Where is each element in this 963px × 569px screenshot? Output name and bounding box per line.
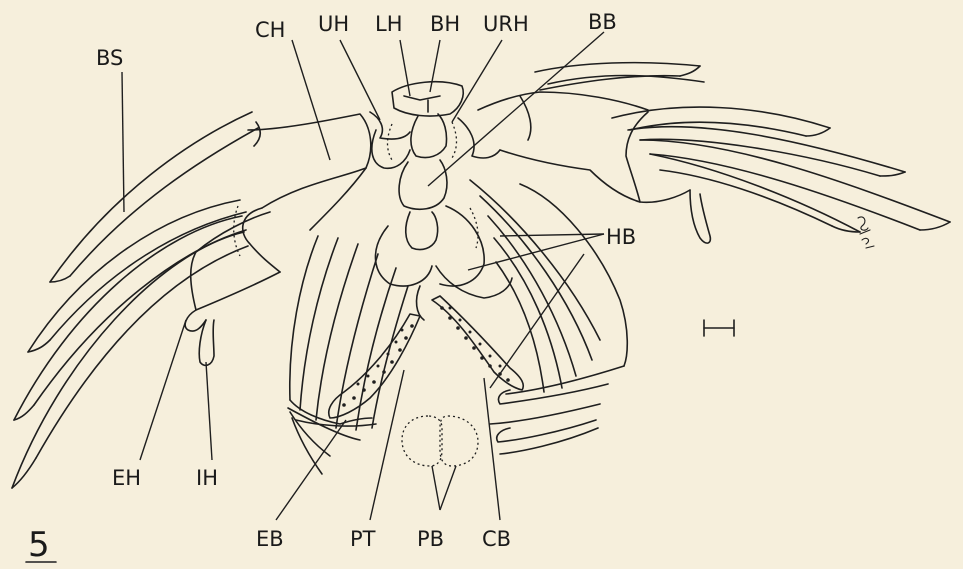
label-ch: CH	[255, 18, 285, 42]
label-eh: EH	[112, 466, 141, 490]
label-cb: CB	[482, 527, 511, 551]
label-bh: BH	[430, 12, 460, 36]
label-pt: PT	[350, 527, 376, 551]
left-branchiostegal-rays	[12, 112, 260, 488]
hypobranchials	[375, 206, 512, 320]
figure-number: 5	[28, 525, 50, 565]
label-bs: BS	[96, 46, 123, 70]
label-ih: IH	[196, 466, 218, 490]
right-hyoid-arch	[478, 92, 710, 243]
label-lh: LH	[375, 12, 403, 36]
left-pharyngeal-tooth-plate	[329, 314, 420, 418]
label-eb: EB	[256, 527, 284, 551]
central-basibranchial	[372, 82, 500, 250]
right-pharyngeal-tooth-plate	[432, 296, 523, 390]
right-branchiostegal-rays	[535, 63, 950, 232]
label-uh: UH	[318, 12, 349, 36]
label-pb: PB	[417, 527, 444, 551]
label-urh: URH	[483, 12, 529, 36]
pharyngobranchial-outline	[402, 416, 478, 466]
label-hb: HB	[606, 225, 636, 249]
label-bb: BB	[588, 10, 617, 34]
left-ceratobranchials	[288, 236, 408, 474]
right-ceratobranchials	[470, 180, 627, 454]
scale-bar	[704, 320, 734, 336]
